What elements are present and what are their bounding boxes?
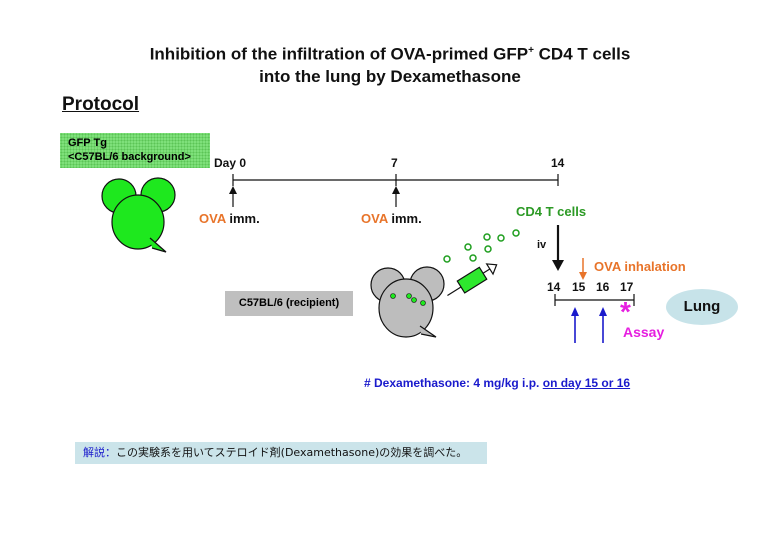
explanation-note: 解説：この実験系を用いてステロイド剤(Dexamethasone)の効果を調べた… (75, 442, 487, 464)
iv-label: iv (537, 239, 547, 251)
ova-inhalation-arrow (579, 258, 587, 280)
iv-arrow (552, 225, 564, 271)
cd4-cells-icon (443, 229, 520, 263)
lung-label: Lung (666, 289, 738, 325)
dexamethasone-days: on day 15 or 16 (542, 376, 631, 390)
cd4-cells-label: CD4 T cells (516, 204, 587, 219)
donor-label: GFP Tg <C57BL/6 background> (60, 133, 210, 168)
imm-text: imm. (387, 211, 422, 226)
title-superscript: + (528, 45, 534, 56)
imm-text: imm. (225, 211, 260, 226)
ova-imm-day0: OVA imm. (199, 211, 260, 226)
syringe-icon (447, 263, 498, 296)
day14-challenge-label: 14 (547, 280, 561, 294)
day17-label: 17 (620, 280, 634, 294)
gray-mouse-icon (370, 266, 445, 338)
title-line1-end: CD4 T cells (533, 44, 631, 64)
dexamethasone-dose: # Dexamethasone: 4 mg/kg i.p. (364, 376, 543, 390)
explanation-head: 解説： (83, 446, 116, 459)
explanation-body: この実験系を用いてステロイド剤(Dexamethasone)の効果を調べた。 (116, 446, 468, 459)
donor-label-line1: GFP Tg (68, 137, 107, 149)
ova-text: OVA (361, 211, 388, 226)
title-line2: into the lung by Dexamethasone (259, 66, 521, 86)
assay-star-icon: * (620, 296, 631, 327)
day16-label: 16 (596, 280, 610, 294)
donor-label-line2: <C57BL/6 background> (68, 151, 191, 163)
dexamethasone-note: # Dexamethasone: 4 mg/kg i.p. on day 15 … (364, 376, 630, 390)
immunization-timeline (229, 174, 559, 207)
diagram-title: Inhibition of the infiltration of OVA-pr… (0, 40, 780, 88)
day14-label: 14 (551, 156, 565, 170)
day15-label: 15 (572, 280, 586, 294)
recipient-label: C57BL/6 (recipient) (225, 291, 353, 316)
ova-text: OVA (199, 211, 226, 226)
day7-label: 7 (391, 156, 398, 170)
day0-label: Day 0 (214, 156, 247, 170)
green-mouse-icon (101, 177, 176, 253)
title-line1: Inhibition of the infiltration of OVA-pr… (149, 44, 529, 64)
ova-imm-day7: OVA imm. (361, 211, 422, 226)
protocol-heading: Protocol (62, 94, 140, 115)
dexamethasone-arrows (571, 307, 607, 343)
challenge-timeline (554, 294, 635, 306)
ova-inhalation-label: OVA inhalation (594, 259, 686, 274)
assay-label: Assay (623, 324, 665, 340)
